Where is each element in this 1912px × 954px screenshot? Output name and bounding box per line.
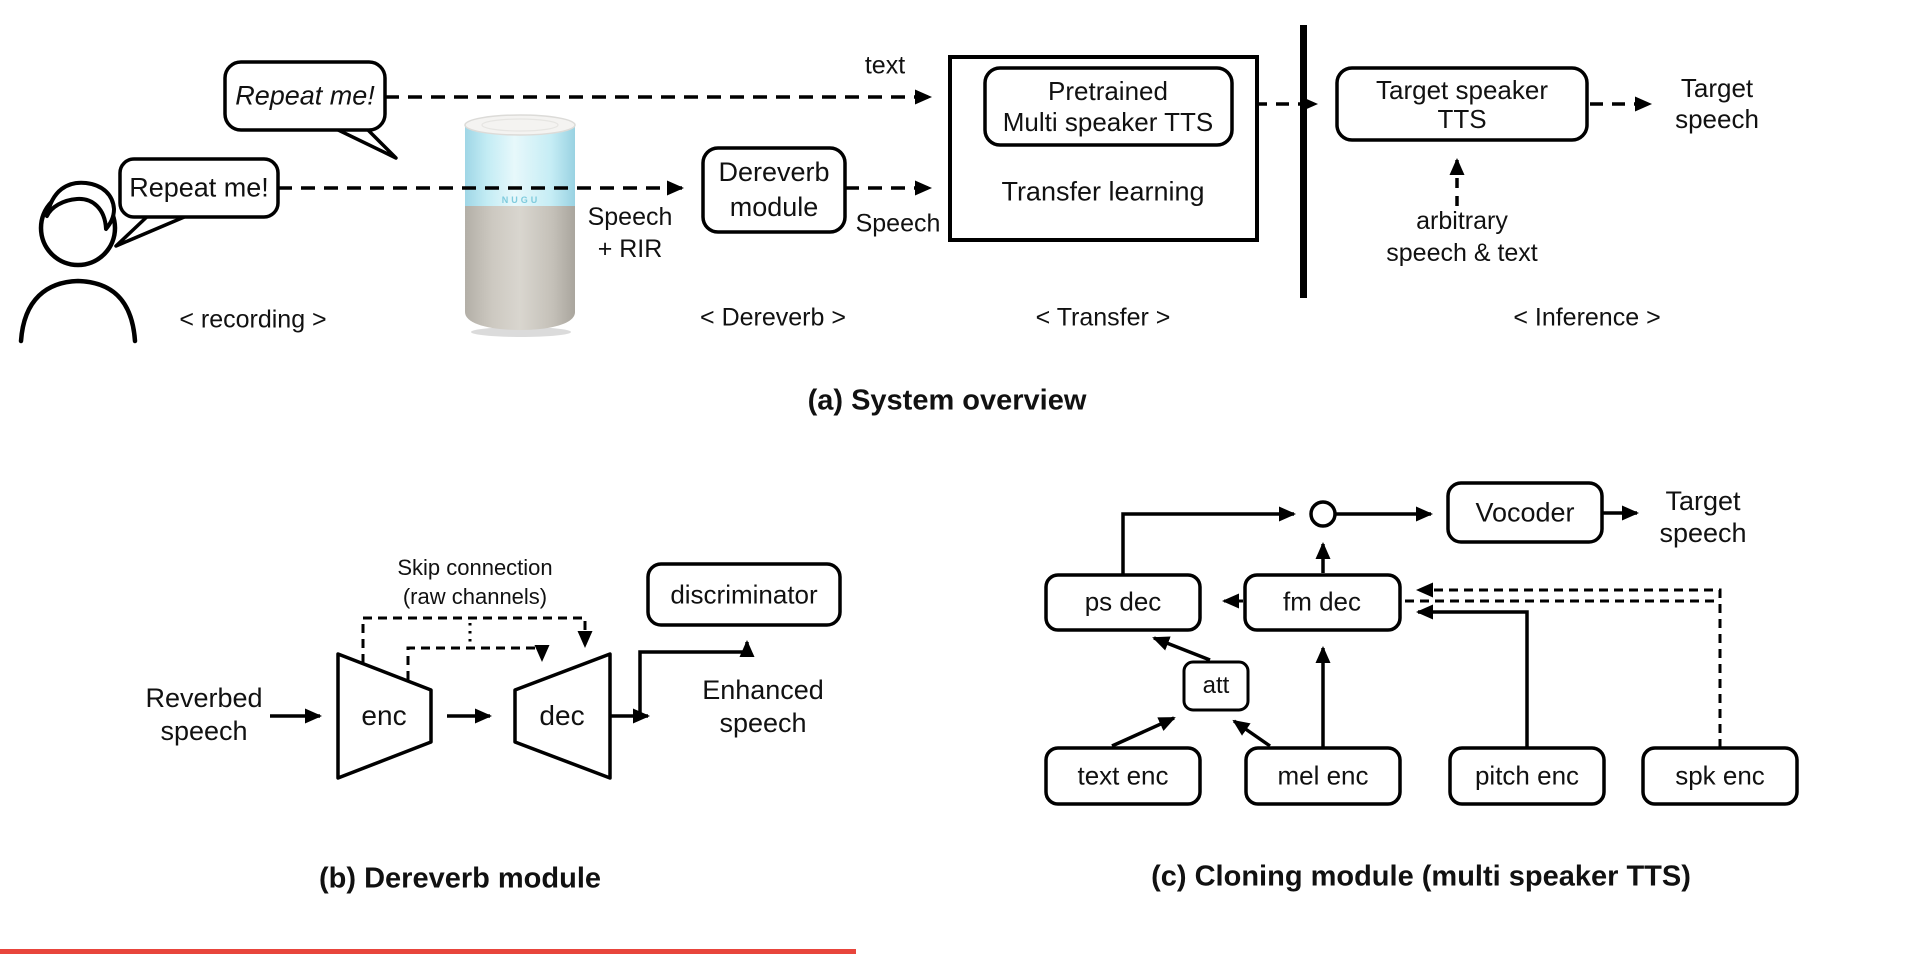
target-tts-box-label: Target speaker TTS <box>1376 75 1548 134</box>
pretrained-box-label: Pretrained Multi speaker TTS <box>1002 76 1214 137</box>
line-pitchenc-to-fmdec <box>1416 604 1529 748</box>
decoder-trapezoid <box>513 652 612 780</box>
pitch-enc-box <box>1448 746 1606 806</box>
arrow-att-to-psdec <box>1152 636 1211 662</box>
transfer-learning-label: Transfer learning <box>1001 176 1205 207</box>
label-arbitrary: arbitrary speech & text <box>1386 207 1538 267</box>
line-dec-to-discriminator <box>638 640 755 716</box>
discriminator-label: discriminator <box>670 579 818 610</box>
enc-label: enc <box>361 700 407 731</box>
skip-connection-label: Skip connection (raw channels) <box>397 555 553 609</box>
dereverb-box-label: Dereverb module <box>718 157 830 222</box>
ps-dec-box <box>1044 573 1202 632</box>
fm-dec-box <box>1243 573 1402 632</box>
label-speech-clean: Speech <box>855 209 941 238</box>
encoder-trapezoid <box>336 652 433 780</box>
stage-inference: < Inference > <box>1513 303 1661 332</box>
text-enc-box <box>1044 746 1202 806</box>
ps-dec-label: ps dec <box>1084 586 1162 617</box>
stage-transfer: < Transfer > <box>1035 303 1171 332</box>
att-label: att <box>1202 672 1230 699</box>
spk-enc-label: spk enc <box>1675 760 1765 791</box>
fm-dec-label: fm dec <box>1282 586 1362 617</box>
vocoder-label: Vocoder <box>1475 497 1575 528</box>
line-spkenc-to-fmdec <box>1416 582 1722 748</box>
line-psdec-to-concat <box>1121 506 1296 575</box>
concat-node <box>1309 500 1337 528</box>
skip-connection-outer <box>361 616 593 663</box>
person-icon <box>18 180 138 344</box>
caption-panel-a: (a) System overview <box>807 384 1087 417</box>
label-enhanced-speech: Enhanced speech <box>702 675 824 738</box>
bubble-person-text: Repeat me! <box>129 172 269 203</box>
att-box <box>1182 660 1250 712</box>
target-speech-label-c: Target speech <box>1659 486 1747 548</box>
target-speech-label-a: Target speech <box>1675 73 1759 134</box>
dec-label: dec <box>539 700 585 731</box>
bubble-device-text: Repeat me! <box>235 80 375 111</box>
discriminator-box <box>646 562 842 627</box>
stage-dereverb: < Dereverb > <box>700 303 846 332</box>
mel-enc-label: mel enc <box>1277 760 1369 791</box>
target-speaker-tts-box <box>1335 66 1589 142</box>
pitch-enc-label: pitch enc <box>1474 760 1580 791</box>
arrow-textenc-to-att <box>1111 716 1176 748</box>
dereverb-module-box <box>701 146 847 234</box>
caption-panel-c: (c) Cloning module (multi speaker TTS) <box>1151 860 1691 893</box>
pretrained-tts-box <box>983 66 1234 147</box>
mel-enc-box <box>1244 746 1402 806</box>
spk-enc-box <box>1641 746 1799 806</box>
text-enc-label: text enc <box>1077 760 1169 791</box>
speech-bubble-device <box>223 60 398 160</box>
label-reverbed-speech: Reverbed speech <box>145 683 263 746</box>
arrow-melenc-to-att <box>1232 719 1271 748</box>
caption-panel-b: (b) Dereverb module <box>319 862 601 895</box>
skip-connection-inner <box>406 645 550 680</box>
stage-recording: < recording > <box>179 305 327 334</box>
label-text-input: text <box>864 51 906 80</box>
device-brand-text: NUGU <box>502 195 541 205</box>
video-progress-bar[interactable] <box>0 949 856 954</box>
label-speech-rir: Speech + RIR <box>587 203 673 263</box>
stage-divider-line <box>1300 25 1307 298</box>
smart-speaker: NUGU <box>464 114 576 337</box>
